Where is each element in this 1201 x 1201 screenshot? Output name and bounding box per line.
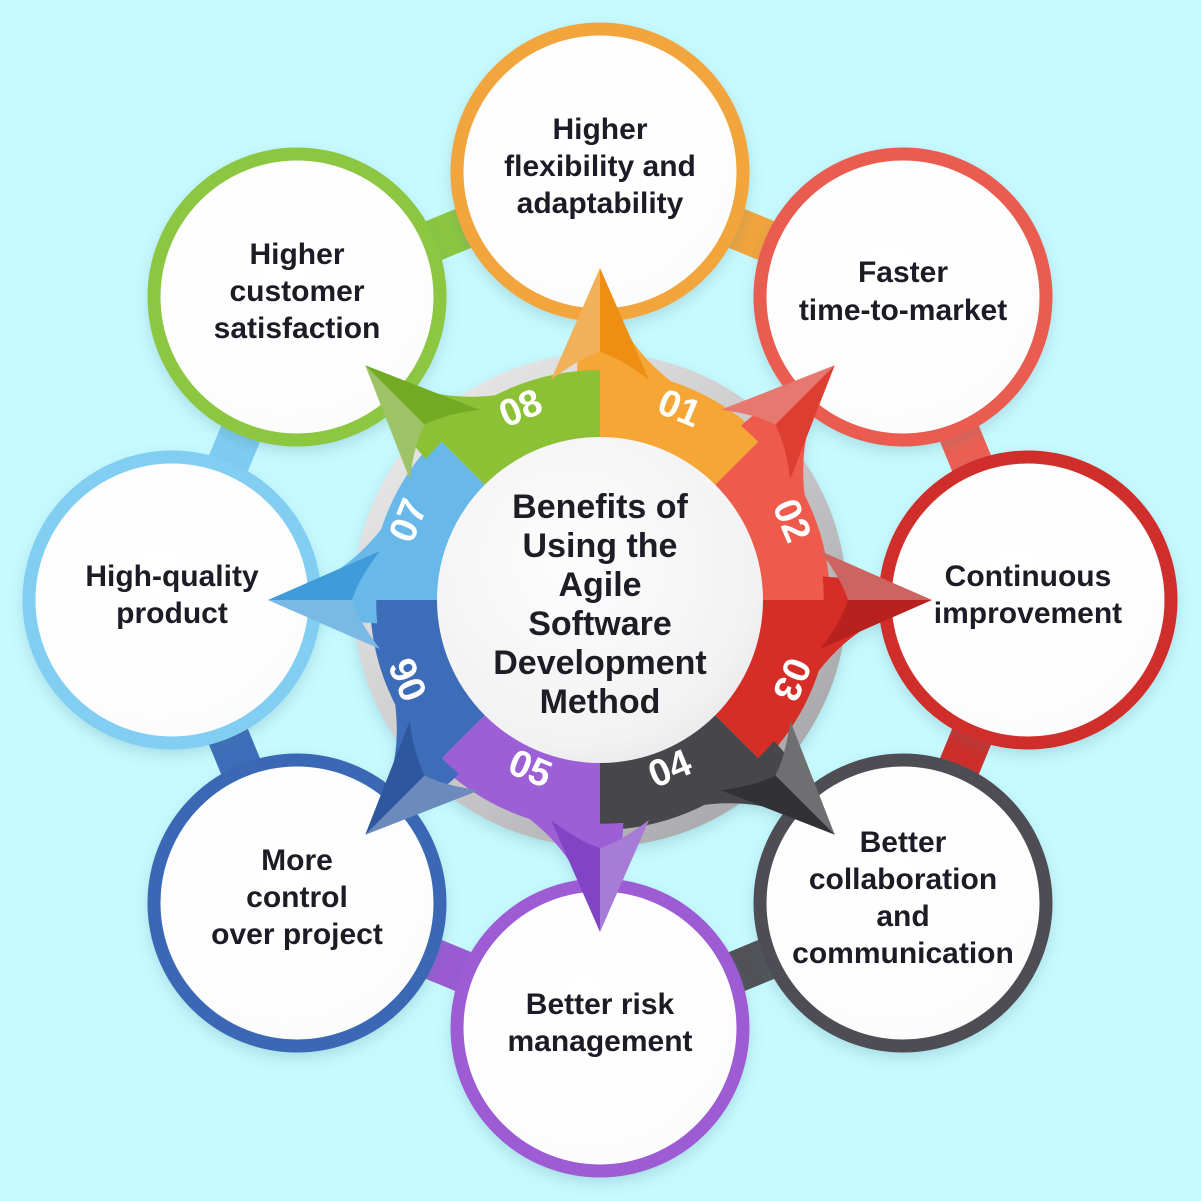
wheel-title-line: Method	[540, 683, 661, 721]
benefit-label-line: and	[876, 900, 929, 933]
benefit-label-line: Better risk	[526, 988, 675, 1021]
benefit-node-bottom: Better risk management	[450, 878, 750, 1178]
benefit-label-line: High-quality	[85, 560, 259, 593]
wheel-title-line: Agile	[558, 566, 641, 604]
benefit-label-line: Better	[860, 826, 947, 859]
wheel-title-line: Development	[493, 644, 707, 682]
benefit-label-line: Higher	[552, 113, 647, 146]
wheel-title-line: Benefits of	[512, 488, 688, 526]
wheel-title: Benefits of Using the Agile Software Dev…	[493, 488, 707, 721]
benefit-label-line: More	[261, 844, 333, 877]
benefit-node-bottom-left: More control over project	[147, 753, 447, 1053]
benefit-label-line: communication	[792, 937, 1014, 970]
center-wheel	[290, 290, 910, 910]
benefit-node-left: High-quality product	[22, 450, 322, 750]
benefit-label-line: satisfaction	[214, 312, 381, 345]
wheel-title-line: Using the	[523, 527, 678, 565]
benefit-label-line: product	[116, 597, 228, 630]
benefit-nodes: Higher flexibility and adaptability Fast…	[22, 22, 1178, 1178]
benefit-label-line: over project	[211, 918, 383, 951]
benefit-label-line: customer	[229, 275, 364, 308]
benefit-label-line: improvement	[934, 597, 1122, 630]
benefit-label-line: collaboration	[809, 863, 997, 896]
benefit-label-line: management	[507, 1025, 692, 1058]
benefit-node-top: Higher flexibility and adaptability	[450, 22, 750, 322]
benefit-label-line: control	[246, 881, 348, 914]
benefit-label-line: adaptability	[517, 187, 684, 220]
benefit-label-line: Continuous	[945, 560, 1112, 593]
benefit-label-line: time-to-market	[799, 294, 1007, 327]
benefit-label-line: Higher	[249, 238, 344, 271]
wheel-center-circle	[437, 437, 763, 763]
wheel-title-line: Software	[528, 605, 672, 643]
benefit-label-line: flexibility and	[504, 150, 696, 183]
benefit-label-line: Faster	[858, 256, 948, 289]
